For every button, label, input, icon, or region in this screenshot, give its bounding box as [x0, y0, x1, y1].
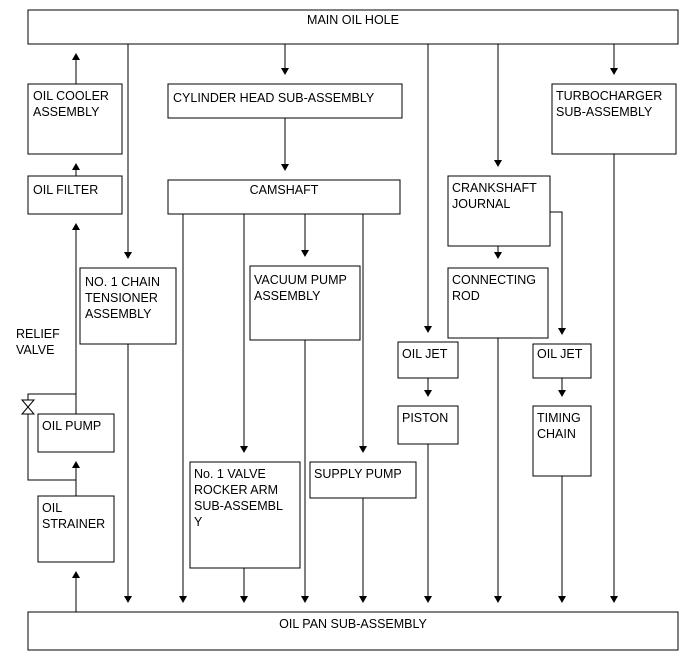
- oil-cooler-box: [27, 83, 123, 155]
- connecting-rod-label: CONNECTING ROD: [452, 273, 537, 303]
- relief-valve-symbol: [20, 399, 36, 415]
- oil-pump-label: OIL PUMP: [42, 419, 102, 433]
- oil-jet-piston-label: OIL JET: [402, 347, 448, 361]
- chain-tensioner-label: NO. 1 CHAIN TENSIONER ASSEMBLY: [85, 275, 161, 321]
- main-oil-hole-label: MAIN OIL HOLE: [307, 13, 399, 27]
- relief-valve-bypass-line: [27, 393, 76, 481]
- oil-pump-box: [37, 413, 115, 453]
- main-oil-hole-box: [27, 9, 679, 45]
- oil-cooler-label: OIL COOLER ASSEMBLY: [33, 89, 109, 119]
- cylinder-head-label: CYLINDER HEAD SUB-ASSEMBLY: [173, 91, 375, 105]
- oil-jet-timing-box: [532, 343, 592, 379]
- oil-strainer-label: OIL STRAINER: [42, 501, 106, 531]
- turbocharger-box: [551, 83, 677, 155]
- oil-filter-box: [27, 175, 123, 215]
- crankshaft-journal-label: CRANKSHAFT JOURNAL: [452, 181, 537, 211]
- rocker-arm-label: No. 1 VALVE ROCKER ARM SUB-ASSEMBL Y: [194, 467, 283, 529]
- turbocharger-label: TURBOCHARGER SUB-ASSEMBLY: [556, 89, 663, 119]
- crankshaft-journal-box: [447, 175, 551, 247]
- arrow-crank-to-timing-jet: [550, 211, 566, 335]
- camshaft-label: CAMSHAFT: [249, 183, 319, 197]
- piston-label: PISTON: [402, 411, 449, 425]
- relief-valve-label: RELIEF VALVE: [16, 327, 60, 357]
- oil-filter-label: OIL FILTER: [33, 183, 99, 197]
- timing-chain-box: [532, 405, 592, 477]
- oil-strainer-box: [37, 495, 115, 563]
- rocker-arm-box: [189, 461, 301, 569]
- piston-box: [397, 405, 459, 445]
- oil-pan-label: OIL PAN SUB-ASSEMBLY: [279, 617, 427, 631]
- oil-pan-box: [27, 611, 679, 651]
- supply-pump-box: [309, 461, 417, 499]
- timing-chain-label: TIMING CHAIN: [537, 411, 581, 441]
- connecting-rod-box: [447, 267, 549, 339]
- vacuum-pump-box: [249, 265, 361, 341]
- oil-jet-timing-label: OIL JET: [537, 347, 583, 361]
- vacuum-pump-label: VACUUM PUMP ASSEMBLY: [254, 273, 347, 303]
- camshaft-box: [167, 179, 401, 215]
- cylinder-head-box: [167, 83, 403, 119]
- supply-pump-label: SUPPLY PUMP: [314, 467, 402, 481]
